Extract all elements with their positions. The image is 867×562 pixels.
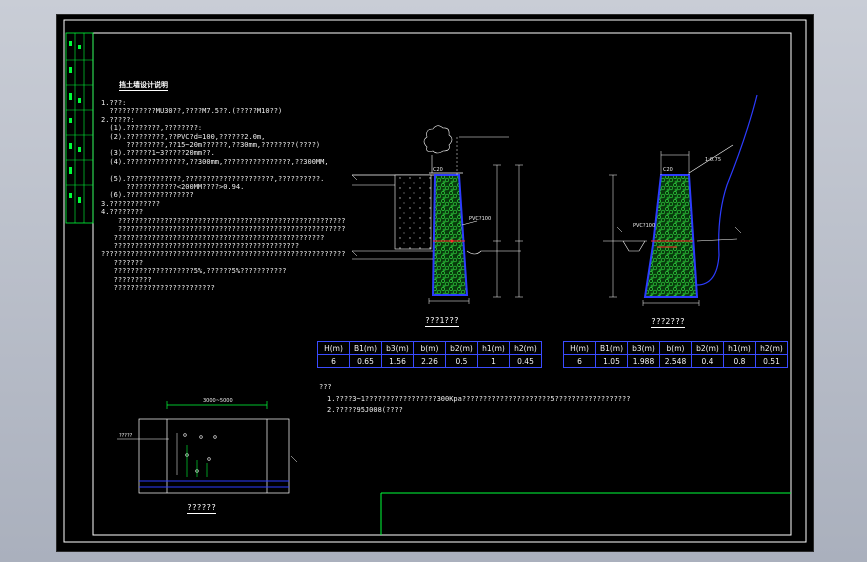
table-header-cell: B1(m)	[595, 341, 628, 355]
table-value-cell: 0.45	[509, 354, 542, 368]
notes-line: ????????????????????????????????????????…	[101, 250, 346, 259]
section-2-drawing: C20 PVC?100 1:0.75	[603, 94, 758, 306]
table-header-cell: b2(m)	[691, 341, 724, 355]
remarks-line-2: 2.?????95J008(????	[327, 406, 403, 414]
s2-slope-label: 1:0.75	[705, 157, 721, 163]
table-value-cell: 1.56	[381, 354, 414, 368]
notes-line: (6).????????????????	[101, 191, 194, 200]
remarks-title: ???	[319, 383, 332, 391]
table-header-cell: b2(m)	[445, 341, 478, 355]
notes-line: ?????????	[101, 275, 152, 284]
notes-title: 挡土墙设计说明	[119, 81, 168, 91]
notes-line: ????????????????????????????????????????…	[101, 241, 300, 250]
table-header-cell: B1(m)	[349, 341, 382, 355]
table-header-cell: h2(m)	[755, 341, 788, 355]
notes-line: (4).??????????????,??300mm,?????????????…	[101, 157, 329, 166]
notes-line: (2).?????????,??PVC?d=100,??????2.0m,	[101, 132, 266, 141]
detail-drawing: ????? 3000~5000	[117, 398, 298, 494]
notes-line: 3.????????????	[101, 199, 161, 208]
notes-line: (3).??????1~3?????20mm??.	[101, 149, 215, 158]
binding-strip	[65, 32, 94, 224]
notes-line: ????????????<200MM????>0.94.	[101, 183, 245, 192]
s1-pvc-label: PVC?100	[469, 216, 491, 222]
table-header-cell: h1(m)	[723, 341, 756, 355]
detail-caption: ??????	[187, 503, 216, 514]
table-value-cell: 0.8	[723, 354, 756, 368]
detail-label: ?????	[119, 433, 133, 439]
notes-line: 1.???:	[101, 99, 127, 107]
title-block	[380, 492, 791, 535]
table-header-cell: b3(m)	[627, 341, 660, 355]
notes-line: ?????????,??15~20m??????,??30mm,????????…	[101, 141, 321, 150]
s1-top-label: C20	[433, 167, 443, 173]
table-header-row: H(m)B1(m)b3(m)b(m)b2(m)h1(m)h2(m)	[317, 341, 542, 355]
notes-line: ????????????????????????????????????????…	[101, 216, 346, 225]
table-value-cell: 6	[317, 354, 350, 368]
section-1-caption: ???1???	[425, 316, 459, 327]
notes-line: ???????????????????5%,??????5%??????????…	[101, 267, 287, 276]
s2-pvc-label: PVC?100	[633, 223, 655, 229]
table-header-cell: H(m)	[563, 341, 596, 355]
detail-dim: 3000~5000	[203, 398, 233, 404]
notes-line: ????????????????????????????????????????…	[101, 233, 325, 242]
table-value-cell: 0.5	[445, 354, 478, 368]
drawing-canvas: C20 PVC?100	[63, 19, 807, 543]
notes-line: ???????	[101, 258, 144, 267]
table-value-cell: 1	[477, 354, 510, 368]
table-value-cell: 2.26	[413, 354, 446, 368]
notes-line: ???????????MU30??,????M7.5??.(?????M10??…	[101, 107, 283, 116]
table-value-cell: 2.548	[659, 354, 692, 368]
table-header-cell: h1(m)	[477, 341, 510, 355]
table-header-cell: h2(m)	[509, 341, 542, 355]
table-header-cell: b(m)	[659, 341, 692, 355]
table-header-cell: H(m)	[317, 341, 350, 355]
section-2-caption: ???2???	[651, 317, 685, 328]
s2-top-label: C20	[663, 167, 673, 173]
remarks-line-1: 1.????3~1?????????????????300Kpa????????…	[327, 395, 631, 403]
notes-line: (5).?????????????,?????????????????????,…	[101, 174, 325, 183]
notes-line: ????????????????????????????????????????…	[101, 225, 346, 234]
notes-line: ????????????????????????	[101, 283, 215, 292]
notes-body: 1.???: ???????????MU30??,????M7.5??.(???…	[101, 99, 345, 292]
cad-viewport[interactable]: C20 PVC?100	[56, 14, 814, 552]
table-value-cell: 0.51	[755, 354, 788, 368]
table-header-cell: b(m)	[413, 341, 446, 355]
section-1-drawing: C20 PVC?100	[351, 125, 523, 304]
table-value-cell: 1.05	[595, 354, 628, 368]
table-value-cell: 6	[563, 354, 596, 368]
notes-line: (1).????????,????????:	[101, 124, 203, 133]
table-value-cell: 1.988	[627, 354, 660, 368]
inner-frame	[92, 32, 792, 536]
notes-line: 4.????????	[101, 208, 144, 217]
table-value-cell: 0.65	[349, 354, 382, 368]
notes-line: 2.?????:	[101, 115, 135, 124]
notes-line	[101, 166, 345, 174]
table-value-cell: 0.4	[691, 354, 724, 368]
outer-frame	[63, 19, 807, 543]
table-header-cell: b3(m)	[381, 341, 414, 355]
table-header-row: H(m)B1(m)b3(m)b(m)b2(m)h1(m)h2(m)	[563, 341, 788, 355]
